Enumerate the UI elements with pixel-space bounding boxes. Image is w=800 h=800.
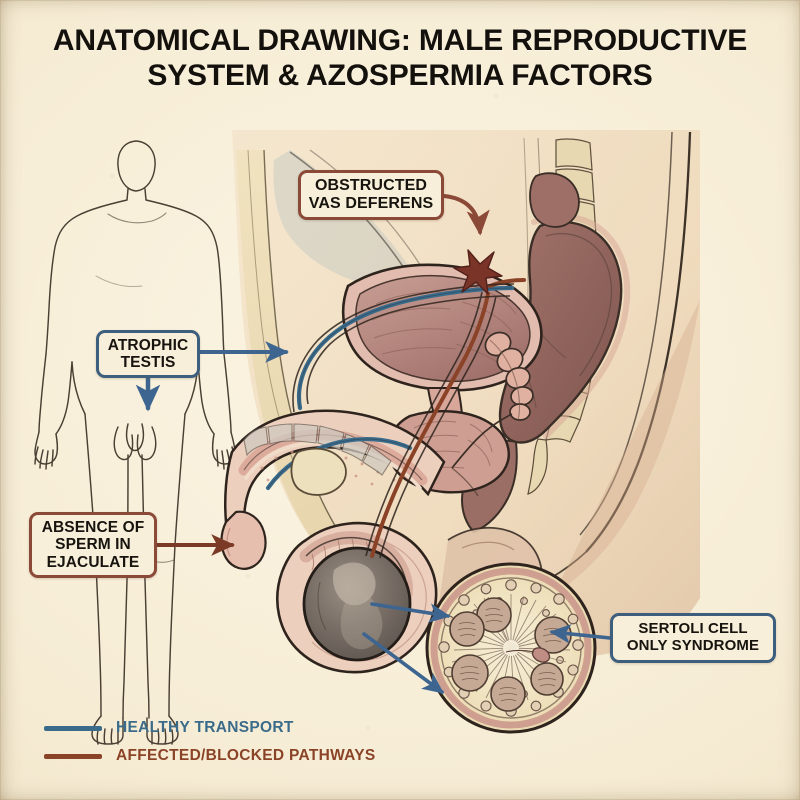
callout-sertoli-line-2: ONLY SYNDROME	[626, 637, 760, 654]
rectum-colon	[498, 213, 631, 444]
callout-obstructed-line-2: VAS DEFERENS	[308, 195, 434, 212]
seminiferous-tubule-inset	[425, 562, 597, 734]
callout-atrophic-testis[interactable]: ATROPHIC TESTIS	[96, 330, 200, 378]
vas-deferens-healthy-outline	[267, 287, 513, 489]
callout-sertoli-line-1: SERTOLI CELL	[638, 620, 748, 638]
callout-atrophic-line-1: ATROPHIC	[107, 336, 189, 354]
title-line-1: ANATOMICAL DRAWING: MALE REPRODUCTIVE	[52, 24, 748, 57]
legend: HEALTHY TRANSPORT AFFECTED/BLOCKED PATHW…	[44, 714, 464, 770]
legend-swatch-healthy-transport	[44, 725, 102, 731]
seminal-vesicle	[484, 331, 534, 421]
back-contour	[585, 131, 692, 553]
atrophic-testis	[302, 546, 412, 662]
legend-item-affected-pathways: AFFECTED/BLOCKED PATHWAYS	[44, 742, 464, 770]
callout-absence-line-1: ABSENCE OF	[41, 518, 145, 536]
coccyx	[527, 438, 548, 495]
callout-connectors	[135, 194, 612, 694]
callout-obstructed-vas-deferens[interactable]: OBSTRUCTED VAS DEFERENS	[298, 170, 444, 220]
connector-sertoli	[549, 624, 612, 644]
pelvic-sagittal-section	[220, 130, 700, 734]
body-silhouette	[34, 140, 236, 745]
pubic-bone	[290, 447, 347, 496]
legend-label-affected-pathways: AFFECTED/BLOCKED PATHWAYS	[116, 747, 376, 764]
connector-testis-to-inset-top	[370, 602, 451, 623]
connector-testis-to-inset-bottom	[362, 632, 445, 694]
bowel-loop	[529, 172, 580, 228]
callout-absence-line-3: EJACULATE	[46, 553, 140, 571]
title-line-2: SYSTEM & AZOSPERMIA FACTORS	[147, 58, 653, 92]
callout-atrophic-line-2: TESTIS	[120, 354, 176, 371]
ejaculatory-duct	[451, 413, 513, 469]
callout-obstructed-line-1: OBSTRUCTED	[314, 177, 428, 195]
legend-label-healthy-transport: HEALTHY TRANSPORT	[116, 719, 294, 736]
page-title: ANATOMICAL DRAWING: MALE REPRODUCTIVE SY…	[0, 24, 800, 94]
connector-obstructed	[442, 194, 490, 236]
blockage-marker	[453, 249, 503, 295]
subcutaneous-fat	[236, 150, 356, 568]
callout-absence-line-2: SPERM IN	[55, 536, 131, 554]
callout-absence-of-sperm[interactable]: ABSENCE OF SPERM IN EJACULATE	[29, 512, 157, 578]
legend-item-healthy-transport: HEALTHY TRANSPORT	[44, 714, 464, 742]
callout-sertoli-cell-only-syndrome[interactable]: SERTOLI CELL ONLY SYNDROME	[610, 613, 776, 663]
residual-spermatid	[505, 647, 551, 663]
legend-swatch-affected-pathways	[44, 753, 102, 759]
